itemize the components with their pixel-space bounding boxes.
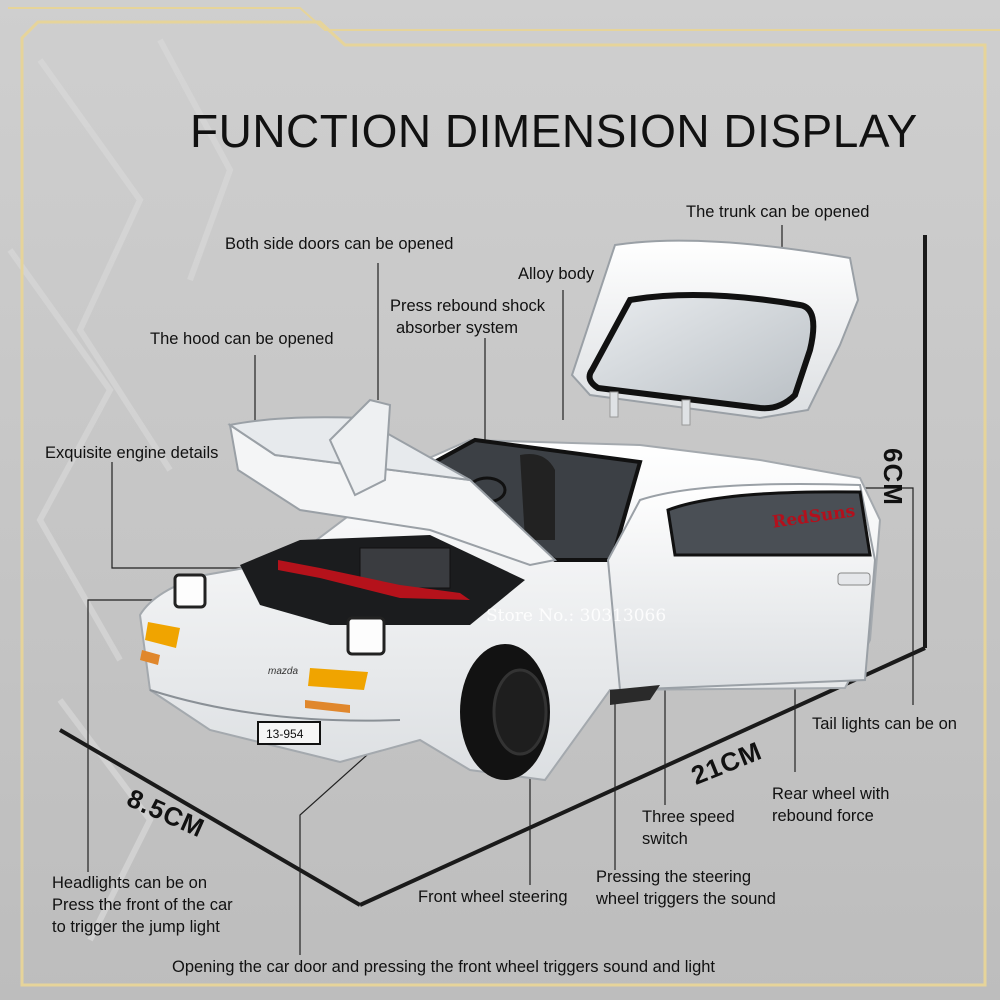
page-title: FUNCTION DIMENSION DISPLAY bbox=[190, 105, 918, 157]
callout-headlights-line-3: to trigger the jump light bbox=[52, 918, 220, 936]
car-brand-logo: mazda bbox=[268, 666, 299, 677]
callout-shock-line-2: absorber system bbox=[396, 319, 518, 337]
decorative-frame bbox=[8, 7, 1000, 987]
callout-rear-wheel-line-1: Rear wheel with bbox=[772, 785, 890, 803]
callout-steering-line-1: Pressing the steering bbox=[596, 868, 752, 886]
callout-headlights-line-2: Press the front of the car bbox=[52, 896, 233, 914]
callout-bottom-caption: Opening the car door and pressing the fr… bbox=[172, 958, 716, 976]
license-plate-text: 13-954 bbox=[266, 727, 304, 741]
open-trunk bbox=[570, 239, 860, 426]
callout-engine: Exquisite engine details bbox=[45, 444, 219, 462]
callout-alloy-body: Alloy body bbox=[518, 265, 595, 283]
callout-headlights-line-1: Headlights can be on bbox=[52, 874, 208, 892]
callout-switch-line-1: Three speed bbox=[642, 808, 735, 826]
callout-steering-line-2: wheel triggers the sound bbox=[596, 890, 776, 908]
dimension-lines bbox=[58, 235, 927, 907]
callout-tail-lights: Tail lights can be on bbox=[812, 715, 957, 733]
callout-doors: Both side doors can be opened bbox=[225, 235, 454, 253]
callout-front-wheel: Front wheel steering bbox=[418, 888, 568, 906]
callout-rear-wheel-line-2: rebound force bbox=[772, 807, 874, 825]
callout-hood: The hood can be opened bbox=[150, 330, 334, 348]
callout-trunk: The trunk can be opened bbox=[686, 203, 870, 221]
callout-switch-line-2: switch bbox=[642, 830, 688, 848]
store-watermark: Store No.: 30313066 bbox=[486, 606, 667, 626]
car-body bbox=[138, 398, 882, 782]
callout-shock-line-1: Press rebound shock bbox=[390, 297, 546, 315]
dimension-height: 6CM bbox=[878, 448, 908, 506]
